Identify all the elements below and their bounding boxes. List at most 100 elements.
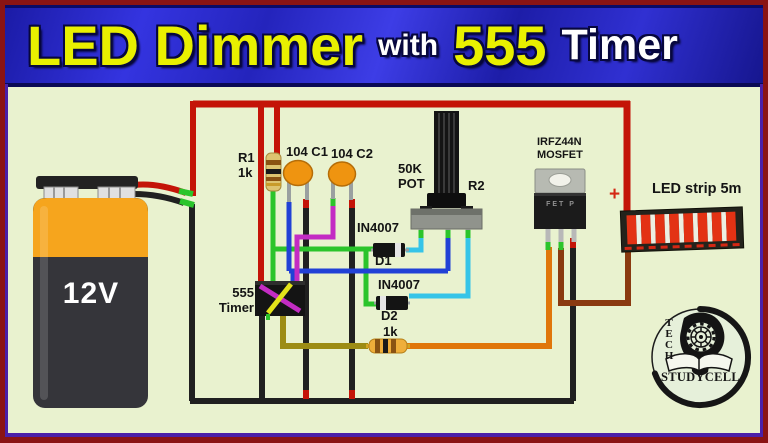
label-led-strip: LED strip 5m xyxy=(652,181,742,197)
pot-flange xyxy=(427,193,466,208)
strip-led xyxy=(626,215,637,245)
title-with: with xyxy=(378,28,439,62)
c2-disc xyxy=(327,161,357,187)
rg-band3 xyxy=(391,339,396,353)
gear-center xyxy=(699,335,703,339)
strip-led xyxy=(711,212,723,242)
strip-gap xyxy=(650,214,656,244)
c2-legs xyxy=(331,182,353,200)
label-pot-value: 50K POT xyxy=(398,161,425,191)
wire-olive-555-output xyxy=(280,314,368,349)
strip-gap xyxy=(692,212,699,243)
title-timer: Timer xyxy=(561,21,678,69)
tip-green-battery-black xyxy=(179,198,195,208)
diode-d2 xyxy=(374,296,410,310)
logo-graphic xyxy=(651,306,751,408)
outer-border-top xyxy=(0,0,768,5)
label-r1: R1 1k xyxy=(238,150,255,180)
pot-body-top xyxy=(411,209,482,215)
battery-highlight xyxy=(40,206,48,400)
label-d1-ref: D1 xyxy=(375,253,392,268)
d2-band xyxy=(380,296,386,310)
r1-band2 xyxy=(266,169,281,174)
led-strip xyxy=(619,206,745,253)
ic-bevel xyxy=(255,281,305,285)
mosfet-hole xyxy=(548,173,572,187)
rg-band1 xyxy=(375,339,380,353)
title-555: 555 xyxy=(453,13,547,77)
inner-border-left xyxy=(5,84,8,437)
wire-magenta-c2-555 xyxy=(294,202,336,284)
strip-led xyxy=(697,212,708,242)
strip-gap xyxy=(635,214,642,245)
strip-gap xyxy=(664,213,671,244)
label-gate-resistor: 1k xyxy=(383,324,398,339)
c1-disc xyxy=(282,159,314,187)
title-led-dimmer: LED Dimmer xyxy=(27,13,364,77)
wire-brown-drain-strip xyxy=(558,247,631,306)
label-d2-ref: D2 xyxy=(381,308,398,323)
battery-cap xyxy=(36,176,138,189)
title-banner: LED Dimmer with 555 Timer xyxy=(5,5,763,87)
inner-border-right xyxy=(760,84,763,437)
strip-led xyxy=(654,214,666,244)
label-pot-ref: R2 xyxy=(468,178,485,193)
label-mosfet: IRFZ44N MOSFET xyxy=(537,136,583,162)
capacitor-c1 xyxy=(282,159,314,202)
mosfet-leg-drain xyxy=(558,228,564,242)
wires xyxy=(133,100,631,404)
diode-d1 xyxy=(371,243,409,257)
resistor-1k-gate xyxy=(366,338,410,354)
label-c1: 104 C1 xyxy=(286,144,328,159)
mosfet-body xyxy=(534,193,586,229)
mosfet-leg-source xyxy=(571,228,577,242)
wire-cyan-d1-pot xyxy=(406,233,424,253)
rg-band2 xyxy=(383,339,388,353)
outer-border-left xyxy=(0,0,5,443)
battery-terminal-right-ridges xyxy=(108,187,121,199)
strip-gap xyxy=(678,213,685,243)
logo-tech-text: TECH xyxy=(664,317,674,362)
mosfet-bevel xyxy=(534,193,586,196)
battery-terminal-right xyxy=(97,186,136,200)
strip-gap xyxy=(721,211,727,242)
r1-band3 xyxy=(266,177,281,181)
strip-segments xyxy=(626,211,737,245)
strip-led xyxy=(683,213,694,243)
pot-shaft-ridges xyxy=(438,113,455,193)
gear-teeth xyxy=(686,322,716,352)
mosfet-leg-gate xyxy=(545,228,551,242)
label-plus-terminal: + xyxy=(609,184,621,205)
d1-band xyxy=(395,243,401,257)
label-555-timer: 555 Timer xyxy=(218,285,254,315)
wire-orange-gate xyxy=(406,247,552,349)
r1-band1 xyxy=(266,160,281,165)
r1-band4 xyxy=(266,183,281,186)
mosfet-irfz44n xyxy=(534,168,586,242)
outer-border-bottom xyxy=(0,437,768,443)
resistor-r1 xyxy=(265,152,282,192)
strip-led xyxy=(725,211,737,241)
strip-cut-marks xyxy=(624,242,741,251)
pot-shaft xyxy=(434,111,459,196)
battery-orange-band xyxy=(33,198,148,257)
ic-yellow-diagonal xyxy=(266,282,293,315)
strip-led xyxy=(669,213,680,243)
battery-terminal-left-ridges xyxy=(53,187,65,200)
inner-border-bottom xyxy=(5,433,763,437)
logo-studycell-text: STUDYCELL xyxy=(660,370,741,384)
battery-9v xyxy=(33,176,148,408)
label-c2: 104 C2 xyxy=(331,146,373,161)
logo-crescent xyxy=(651,306,751,408)
capacitor-c2 xyxy=(327,161,357,200)
label-d1-part: IN4007 xyxy=(357,220,399,235)
wire-cyan-pot-d2 xyxy=(409,236,471,299)
ic-555-timer xyxy=(255,281,305,320)
outer-border-right xyxy=(763,0,768,443)
potentiometer-r2 xyxy=(410,111,483,230)
label-d2-part: IN4007 xyxy=(378,277,420,292)
battery-voltage-label: 12V xyxy=(62,277,120,310)
tip-green-battery-red xyxy=(178,188,194,197)
